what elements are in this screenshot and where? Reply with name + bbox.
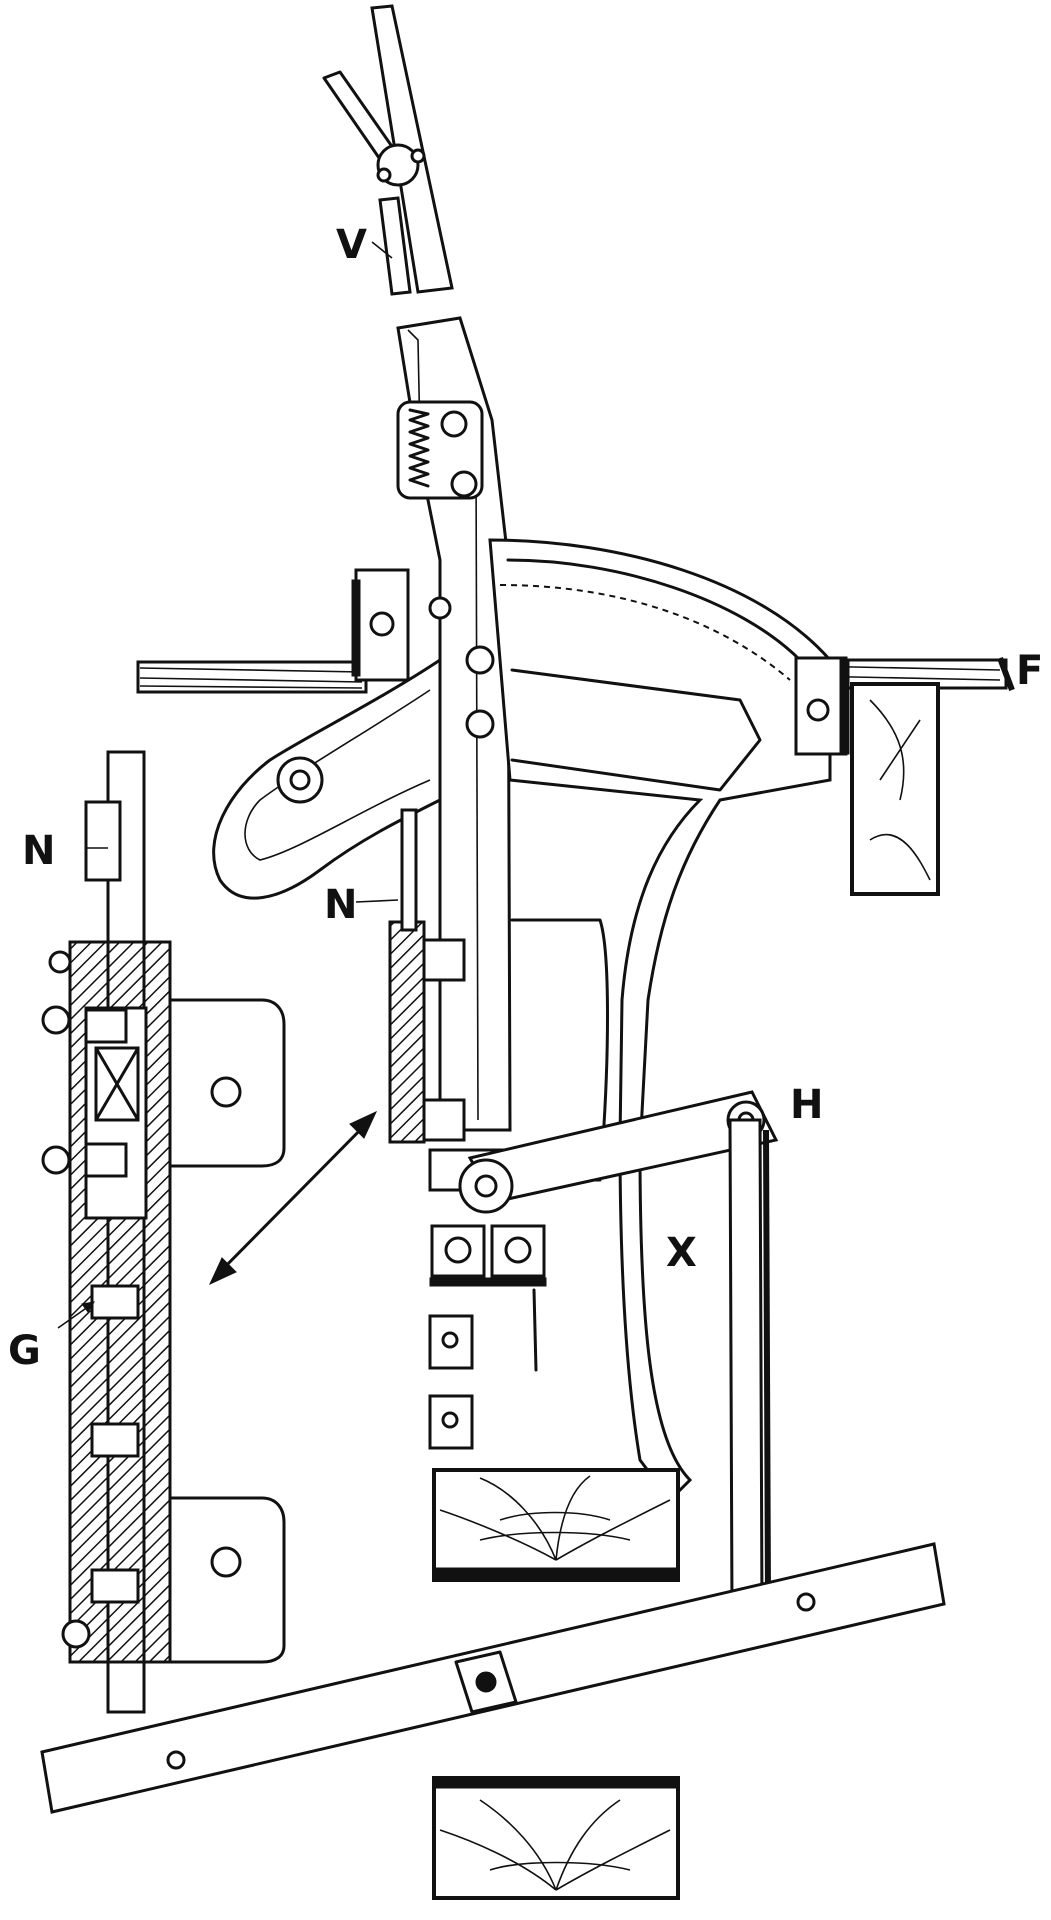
rail-clamp-left <box>351 568 452 682</box>
curved-hook-arm <box>212 657 442 900</box>
diagonal-bar <box>40 1542 946 1814</box>
vertical-rod <box>724 1118 771 1642</box>
sleeper-lower <box>432 1776 680 1900</box>
label-f: F <box>1016 648 1043 694</box>
main-lever <box>396 316 512 1132</box>
label-leaders <box>57 241 399 1329</box>
sleeper-upper <box>432 1468 680 1582</box>
label-n-lower: N <box>324 882 357 928</box>
section-view-left <box>41 750 286 1714</box>
rail-clamp-right <box>794 656 850 756</box>
label-h: H <box>790 1082 823 1128</box>
label-g: G <box>8 1328 41 1374</box>
wood-post-right <box>850 682 940 896</box>
lower-bracket-blocks <box>428 1224 547 1450</box>
quadrant-plate <box>488 538 832 1503</box>
label-x: X <box>666 1230 697 1276</box>
section-bolts <box>41 950 140 1649</box>
label-n-upper: N <box>22 828 55 874</box>
motion-arrow <box>208 1110 378 1286</box>
label-v: V <box>336 222 367 268</box>
lever-handle-top <box>322 4 454 296</box>
